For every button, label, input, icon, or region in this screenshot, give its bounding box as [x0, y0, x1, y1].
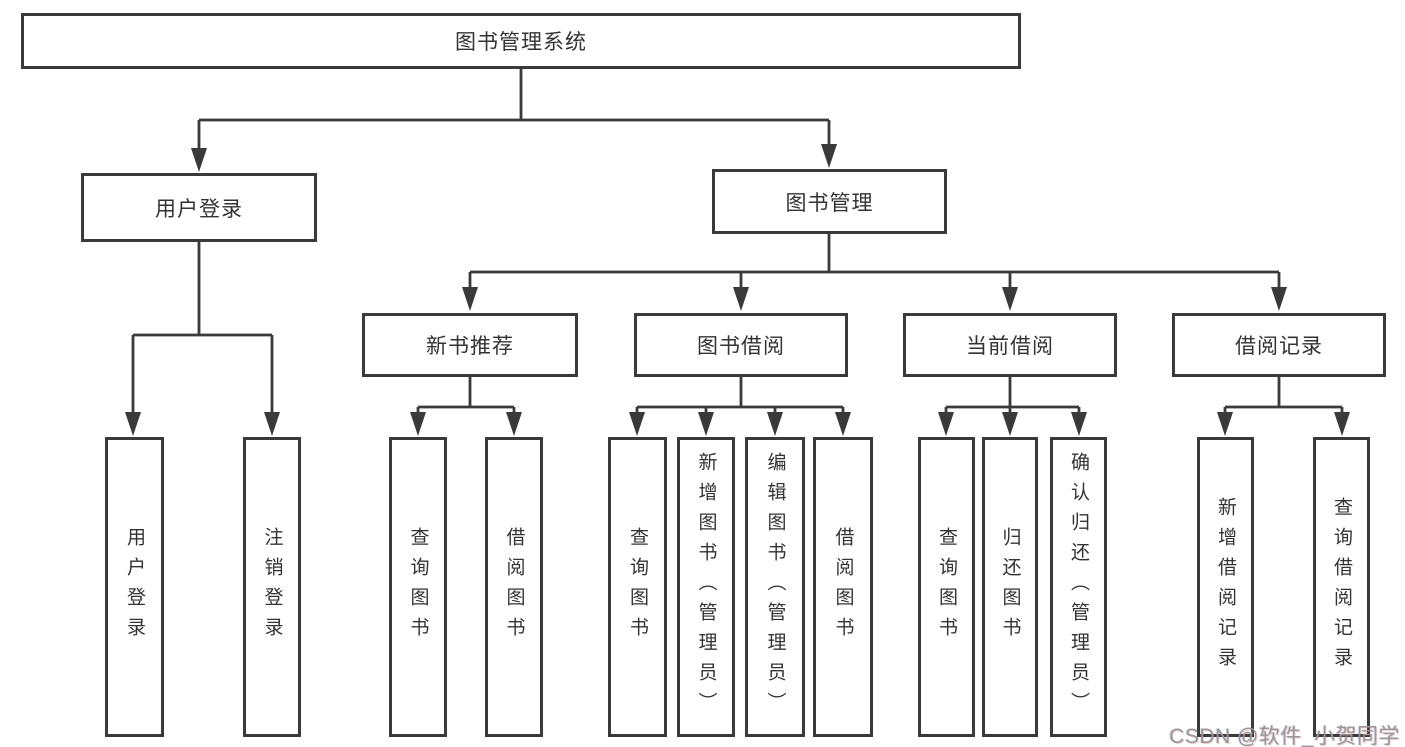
leaf-edit-books-admin: 编辑图书（管理员）: [745, 437, 805, 737]
node-book-borrow: 图书借阅: [634, 313, 848, 377]
leaf-return-books: 归还图书: [982, 437, 1038, 737]
node-borrow-record: 借阅记录: [1172, 313, 1386, 377]
node-root-system: 图书管理系统: [21, 13, 1021, 69]
leaf-logout: 注销登录: [243, 437, 301, 737]
leaf-user-login: 用户登录: [105, 437, 164, 737]
csdn-watermark: CSDN @软件_小贺同学: [1169, 725, 1400, 747]
leaf-add-books-admin: 新增图书（管理员）: [677, 437, 735, 737]
arrowheads: [125, 144, 1350, 436]
leaf-borrow-books-recommend: 借阅图书: [485, 437, 543, 737]
leaf-confirm-return-admin: 确认归还（管理员）: [1050, 437, 1107, 737]
leaf-add-borrow-record: 新增借阅记录: [1197, 437, 1254, 737]
leaf-query-books-recommend: 查询图书: [389, 437, 447, 737]
leaf-borrow-books: 借阅图书: [813, 437, 873, 737]
node-user-login: 用户登录: [81, 173, 317, 242]
node-current-borrow: 当前借阅: [903, 313, 1117, 377]
leaf-query-books-current: 查询图书: [918, 437, 975, 737]
leaf-query-borrow-record: 查询借阅记录: [1313, 437, 1370, 737]
node-new-book-recommend: 新书推荐: [362, 313, 578, 377]
leaf-query-books-borrow: 查询图书: [608, 437, 667, 737]
node-book-management: 图书管理: [712, 169, 947, 234]
